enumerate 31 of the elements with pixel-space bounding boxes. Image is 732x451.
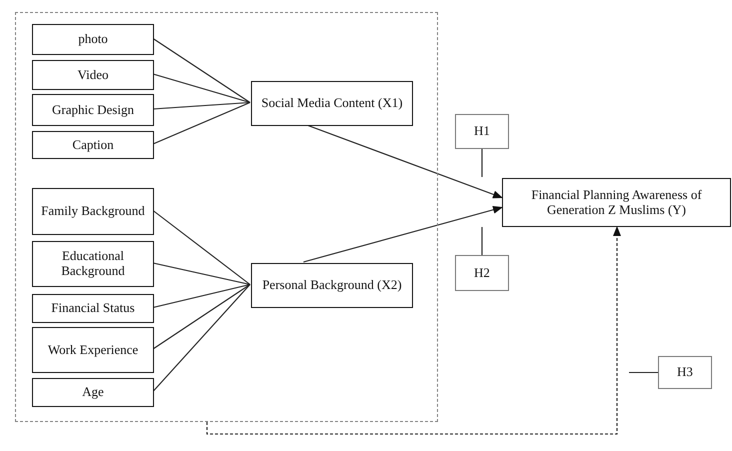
variable-box: Graphic Design (32, 94, 154, 126)
variable-box: Work Experience (32, 327, 154, 373)
leader-line (629, 372, 658, 374)
connector-line (152, 38, 250, 103)
connector-line (152, 210, 250, 285)
arrow (206, 226, 621, 435)
variable-box: Caption (32, 131, 154, 159)
hypothesis-box: H3 (658, 356, 712, 389)
leader-line (481, 149, 483, 177)
variable-box: Age (32, 378, 154, 407)
variable-box: Video (32, 60, 154, 90)
leader-line (481, 227, 483, 255)
arrow (306, 124, 503, 198)
variable-box: Social Media Content (X1) (251, 81, 413, 126)
variable-box: photo (32, 24, 154, 55)
connector-line (152, 262, 250, 286)
connector-line (152, 284, 250, 350)
connector-line (152, 73, 250, 104)
hypothesis-box: H2 (455, 255, 509, 291)
connector-line (152, 102, 250, 110)
connector-line (152, 284, 250, 392)
variable-box: Financial Planning Awareness of Generation Z Muslims (Y) (502, 178, 731, 227)
connector-line (152, 102, 250, 144)
connector-line (152, 284, 250, 308)
arrow (303, 206, 503, 263)
variable-box: Financial Status (32, 294, 154, 323)
variable-box: Family Background (32, 188, 154, 235)
variable-box: Personal Background (X2) (251, 263, 413, 308)
variable-box: Educational Background (32, 241, 154, 287)
hypothesis-box: H1 (455, 114, 509, 149)
dashed-group-frame (15, 12, 438, 422)
